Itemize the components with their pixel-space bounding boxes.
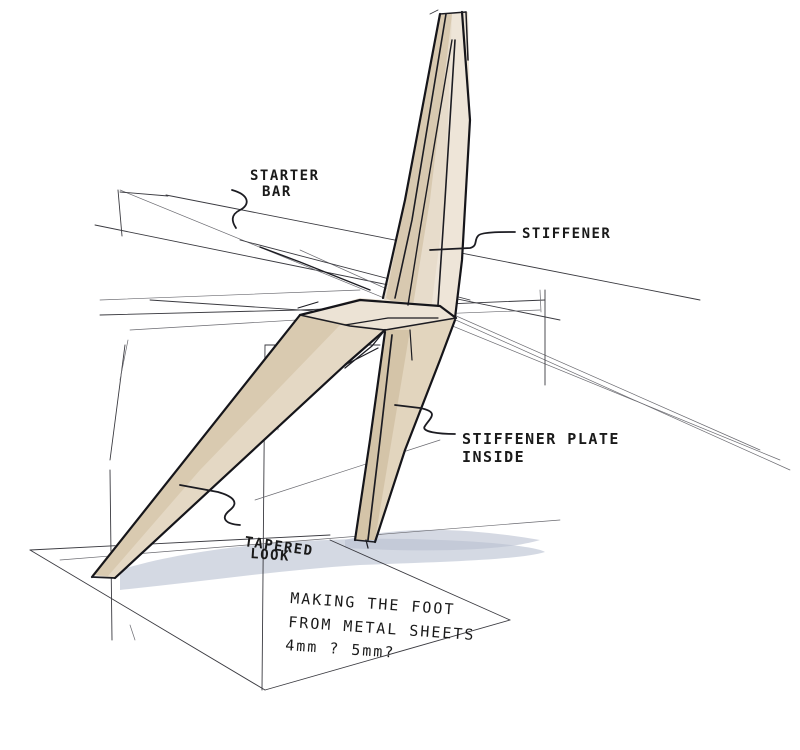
starter-bar-label-line2: BAR: [262, 184, 292, 200]
annotation-stiffener-plate: STIFFENER PLATE INSIDE: [462, 430, 620, 466]
annotation-starter-bar: STARTER BAR: [250, 168, 320, 200]
annotation-stiffener: STIFFENER: [522, 226, 611, 242]
foot-note-line3: 4mm ? 5mm?: [285, 636, 396, 662]
starter-bar-label-line1: STARTER: [250, 168, 320, 184]
floor-shadow: [120, 529, 545, 590]
stiffener-plate-label-line1: STIFFENER PLATE: [462, 430, 620, 448]
tapered-label-line2: LOOK: [250, 546, 291, 565]
leg-body: [92, 12, 470, 578]
stiffener-label: STIFFENER: [522, 226, 611, 242]
stiffener-plate-label-line2: INSIDE: [462, 448, 525, 466]
leg-outlines: [90, 9, 472, 580]
leader-lines: [179, 189, 516, 526]
annotation-foot-note: MAKING THE FOOT FROM METAL SHEETS 4mm ? …: [285, 589, 476, 662]
